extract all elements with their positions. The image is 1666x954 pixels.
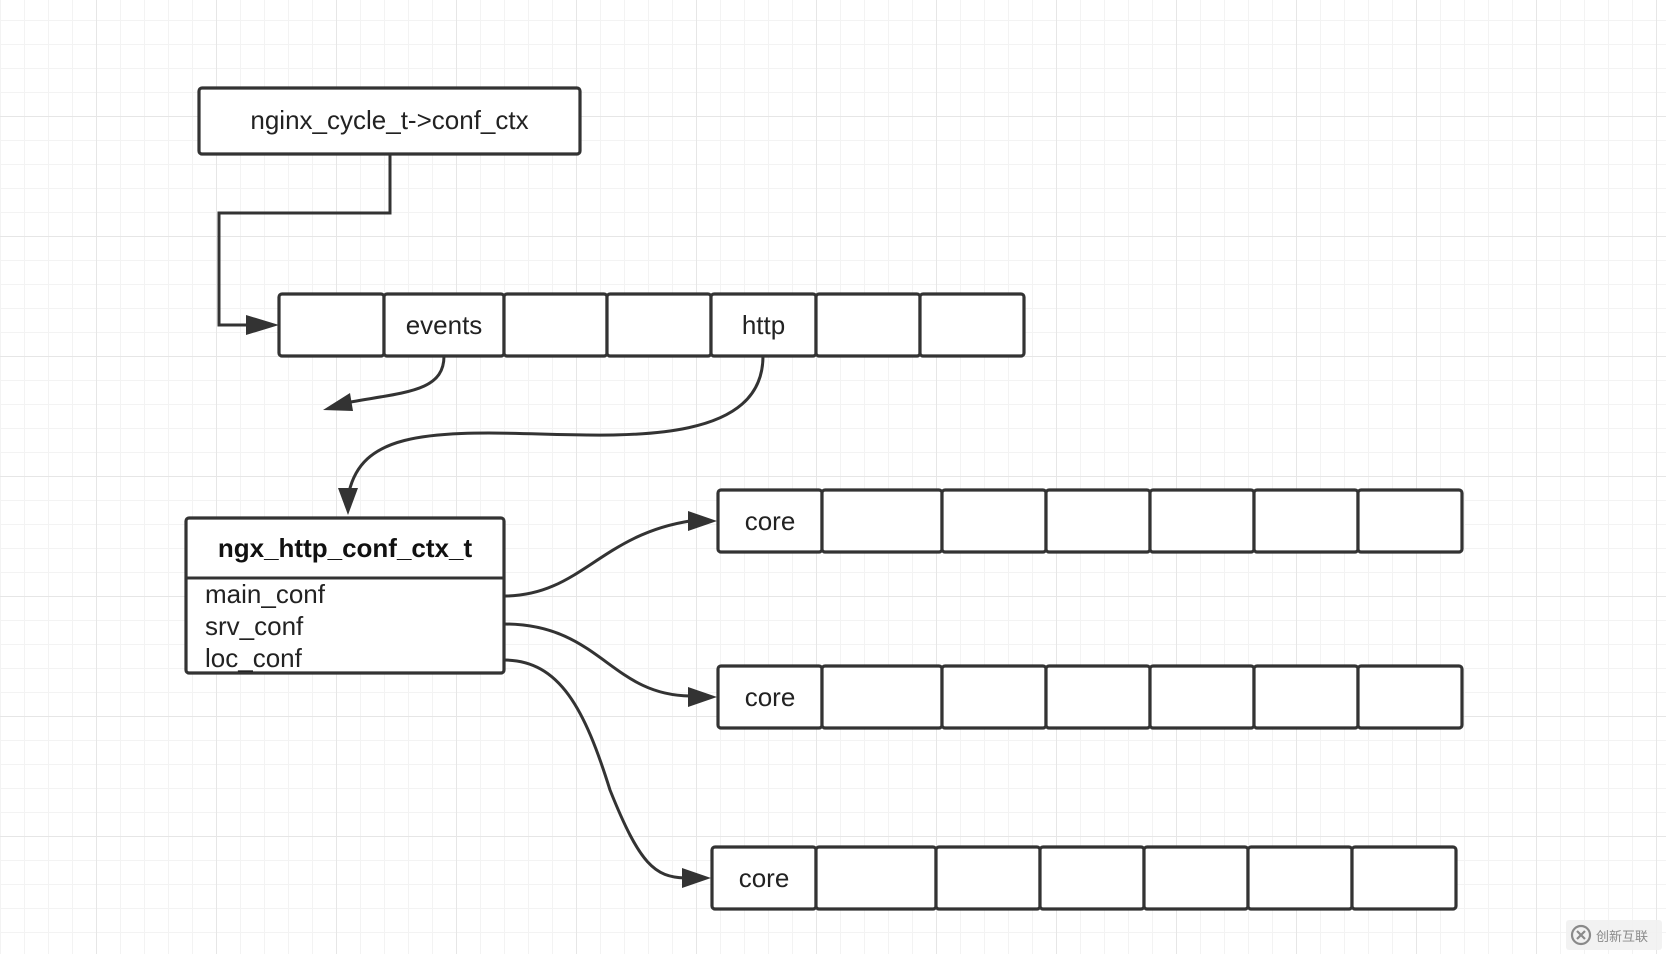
conf-ctx-cell-0 xyxy=(277,292,386,358)
http-arrowhead xyxy=(338,488,358,515)
conf-ctx-cell-label-events: events xyxy=(406,310,483,340)
loc-conf-cell-label-core: core xyxy=(739,863,790,893)
main-conf-arrowhead xyxy=(688,511,717,531)
srv-conf-cell-1 xyxy=(820,664,944,730)
watermark-logo-icon xyxy=(1570,924,1592,946)
srv-conf-cell-label-core: core xyxy=(745,682,796,712)
http-ctx-title: ngx_http_conf_ctx_t xyxy=(218,533,473,563)
conf-ctx-array: events http xyxy=(277,292,1026,358)
loc-conf-cell-3 xyxy=(1038,845,1146,911)
loc-conf-arrowhead xyxy=(682,868,711,888)
srv-conf-cell-4 xyxy=(1148,664,1256,730)
srv-conf-cell-6 xyxy=(1356,664,1464,730)
loc-conf-edge xyxy=(503,658,686,880)
conf-ctx-cell-5 xyxy=(814,292,922,358)
main-conf-edge xyxy=(503,519,691,598)
http-ctx-field-main-conf: main_conf xyxy=(205,579,326,609)
loc-conf-cell-1 xyxy=(814,845,938,911)
main-conf-cell-6 xyxy=(1356,488,1464,554)
loc-conf-cell-5 xyxy=(1246,845,1354,911)
srv-conf-cell-2 xyxy=(940,664,1048,730)
loc-conf-cell-6 xyxy=(1350,845,1458,911)
srv-conf-array: core xyxy=(716,664,1464,730)
loc-conf-cell-4 xyxy=(1142,845,1250,911)
events-arrowhead xyxy=(323,393,353,411)
srv-conf-arrowhead xyxy=(688,687,717,707)
main-conf-cell-3 xyxy=(1044,488,1152,554)
main-conf-array: core xyxy=(716,488,1464,554)
conf-ctx-cell-6 xyxy=(918,292,1026,358)
srv-conf-cell-5 xyxy=(1252,664,1360,730)
srv-conf-edge xyxy=(503,622,691,698)
root-to-array-arrowhead xyxy=(246,315,279,335)
main-conf-cell-4 xyxy=(1148,488,1256,554)
http-edge xyxy=(347,355,765,493)
main-conf-cell-5 xyxy=(1252,488,1360,554)
root-node: nginx_cycle_t->conf_ctx xyxy=(197,86,582,156)
root-node-label: nginx_cycle_t->conf_ctx xyxy=(250,105,528,135)
root-to-array-edge xyxy=(217,154,392,327)
loc-conf-cell-2 xyxy=(934,845,1042,911)
main-conf-cell-label-core: core xyxy=(745,506,796,536)
srv-conf-cell-3 xyxy=(1044,664,1152,730)
main-conf-cell-1 xyxy=(820,488,944,554)
events-edge xyxy=(344,355,446,405)
http-ctx-field-loc-conf: loc_conf xyxy=(205,643,303,673)
conf-ctx-cell-label-http: http xyxy=(742,310,785,340)
http-ctx-struct: ngx_http_conf_ctx_t main_conf srv_conf l… xyxy=(184,516,506,675)
watermark-text: 创新互联 xyxy=(1596,929,1649,945)
main-conf-cell-2 xyxy=(940,488,1048,554)
loc-conf-array: core xyxy=(710,845,1458,911)
http-ctx-field-srv-conf: srv_conf xyxy=(205,611,304,641)
conf-ctx-cell-3 xyxy=(605,292,713,358)
conf-ctx-cell-2 xyxy=(502,292,609,358)
watermark: 创新互联 xyxy=(1566,920,1662,950)
